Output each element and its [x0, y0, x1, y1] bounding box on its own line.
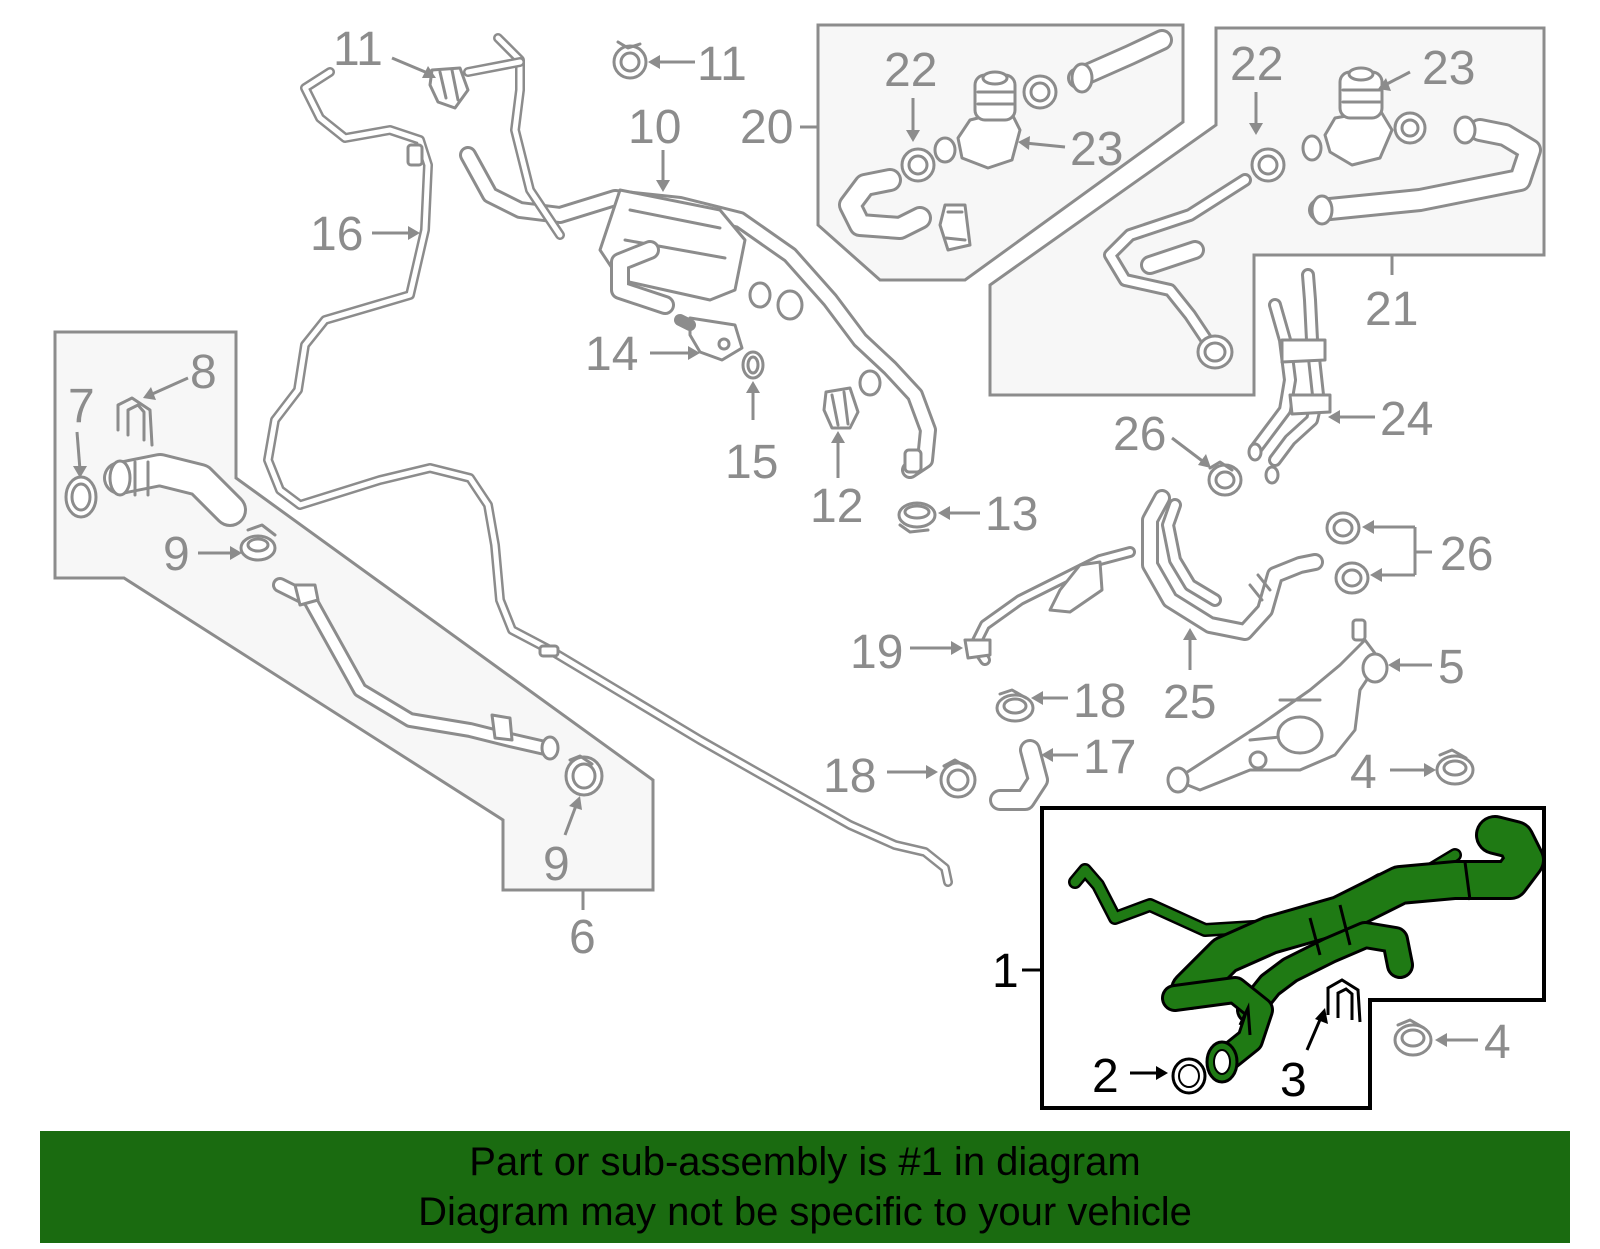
callout-4: 4 [1484, 1016, 1511, 1069]
callout-23: 23 [1070, 123, 1123, 176]
callout-8: 8 [190, 346, 217, 399]
banner-line-2: Diagram may not be specific to your vehi… [418, 1190, 1192, 1234]
callout-16: 16 [310, 208, 363, 261]
pipe-section-6 [272, 577, 560, 761]
leader-lines [73, 55, 1478, 1080]
callout-13: 13 [985, 488, 1038, 541]
callout-25: 25 [1163, 676, 1216, 729]
callout-19: 19 [850, 626, 903, 679]
callout-9: 9 [543, 838, 570, 891]
pipe-assembly-10 [459, 33, 937, 479]
callout-6: 6 [569, 911, 596, 964]
hose-25 [1141, 489, 1324, 641]
o-ring-15 [741, 350, 765, 380]
bracket-pipe-19 [963, 546, 1136, 666]
clamp-12 [822, 386, 860, 430]
callout-11: 11 [697, 38, 747, 91]
callout-17: 17 [1083, 731, 1136, 784]
banner-line-1: Part or sub-assembly is #1 in diagram [469, 1140, 1141, 1184]
callout-23: 23 [1422, 42, 1475, 95]
clamp-4-top [1435, 748, 1475, 786]
hose-assembly-1 [1068, 815, 1545, 1084]
callout-15: 15 [725, 436, 778, 489]
callout-1: 1 [992, 945, 1019, 998]
clamp-9-bottom [564, 754, 604, 797]
clamp-9-top [239, 523, 277, 562]
callout-5: 5 [1438, 641, 1465, 694]
clamp-18-bottom [939, 758, 977, 799]
o-ring-7 [64, 475, 98, 519]
callout-22: 22 [884, 44, 937, 97]
o-ring-2 [1171, 1057, 1207, 1095]
callout-18: 18 [823, 750, 876, 803]
coolant-line-16 [263, 67, 953, 887]
pipe-24 [1247, 268, 1332, 485]
info-banner: Part or sub-assembly is #1 in diagram Di… [40, 1131, 1570, 1243]
callout-22: 22 [1230, 38, 1283, 91]
callout-4: 4 [1350, 746, 1377, 799]
clamp-26-top [1207, 460, 1243, 497]
clamp-18-top [995, 688, 1035, 723]
callout-2: 2 [1092, 1050, 1119, 1103]
callout-3: 3 [1280, 1054, 1307, 1107]
callout-26: 26 [1440, 528, 1493, 581]
callout-26: 26 [1113, 408, 1166, 461]
clamp-13 [897, 501, 937, 534]
callout-18: 18 [1073, 675, 1126, 728]
assembly-21 [1103, 66, 1542, 370]
callout-9: 9 [163, 528, 190, 581]
clamp-4-bottom [1393, 1018, 1433, 1057]
gasket-14 [674, 314, 744, 362]
callout-20: 20 [740, 101, 793, 154]
flange-5 [1166, 618, 1389, 794]
clamp-11-right [612, 40, 648, 80]
hose-17 [989, 739, 1049, 811]
callout-24: 24 [1380, 393, 1433, 446]
callout-14: 14 [585, 328, 638, 381]
clip-8 [116, 396, 154, 447]
hose-section-6 [103, 453, 247, 527]
clip-3 [1326, 978, 1362, 1023]
callout-21: 21 [1365, 283, 1418, 336]
callout-7: 7 [68, 380, 95, 433]
callout-labels: 11 11 10 16 14 15 12 13 8 7 9 9 6 20 22 … [68, 23, 1511, 1107]
callout-11: 11 [333, 23, 383, 76]
callout-10: 10 [628, 101, 681, 154]
clamp-26-right [1325, 511, 1370, 595]
clamp-11-left [428, 66, 470, 110]
callout-12: 12 [810, 480, 863, 533]
assembly-20 [838, 29, 1173, 252]
